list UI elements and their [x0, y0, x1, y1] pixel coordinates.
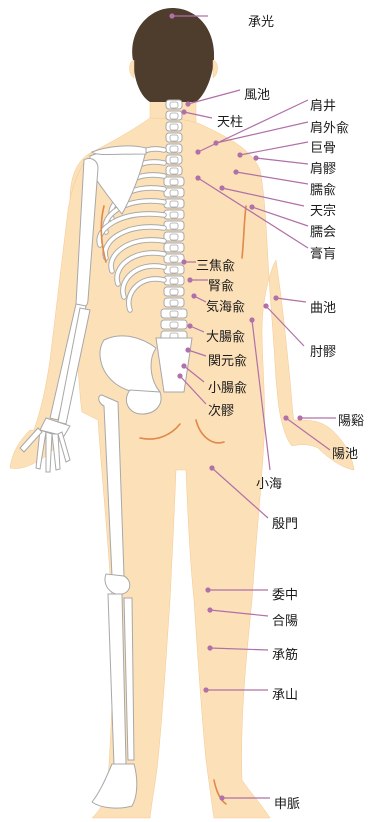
- acupoint-label: 小腸兪: [208, 381, 247, 396]
- spinous-process: [170, 300, 178, 306]
- spinous-process: [170, 311, 178, 317]
- acupoint-dot: [205, 587, 210, 592]
- acupoint-dot: [207, 607, 212, 612]
- acupoint-dot: [249, 204, 254, 209]
- spinous-process: [170, 168, 178, 174]
- acupoint-label: 承山: [272, 688, 298, 703]
- acupoint-label: 肘髎: [310, 345, 336, 360]
- spinous-process: [170, 201, 178, 207]
- spinous-process: [170, 113, 178, 119]
- acupoint-label: 小海: [256, 477, 282, 492]
- acupoint-label: 肩外兪: [310, 120, 349, 136]
- acupoint-dot: [219, 185, 224, 190]
- spinous-process: [170, 234, 178, 240]
- acupoint-label: 肩髎: [310, 161, 336, 177]
- acupoint-dot: [297, 415, 302, 420]
- acupoint-label: 風池: [244, 88, 270, 103]
- acupoint-label: 曲池: [310, 301, 336, 316]
- acupoint-dot: [181, 363, 186, 368]
- spinous-process: [170, 256, 178, 262]
- acupoint-dot: [213, 140, 218, 145]
- clavicle: [92, 146, 146, 155]
- acupoint-dot: [169, 13, 174, 18]
- leader-line: [240, 142, 308, 155]
- spinous-process: [170, 322, 178, 328]
- acupoint-label: 巨骨: [310, 141, 336, 156]
- acupoint-label: 関元兪: [208, 354, 247, 369]
- acupoint-dot: [191, 293, 196, 298]
- acupoint-label: 臑会: [310, 225, 336, 240]
- acupoint-label: 合陽: [272, 614, 298, 629]
- acupoint-label: 承筋: [272, 647, 298, 663]
- acupoint-label: 気海兪: [206, 299, 245, 315]
- acupoint-label: 天柱: [217, 115, 243, 130]
- acupoint-dot: [203, 687, 208, 692]
- acupoint-dot: [185, 101, 190, 106]
- acupoint-label: 大腸兪: [206, 330, 245, 345]
- spinous-process: [170, 223, 178, 229]
- acupoint-dot: [187, 323, 192, 328]
- ear-right: [213, 60, 218, 78]
- leader-line: [256, 158, 308, 164]
- head: [130, 8, 218, 102]
- hair: [132, 8, 214, 102]
- spinous-process: [170, 289, 178, 295]
- acupoint-label: 肩井: [310, 98, 336, 114]
- acupoint-label: 臑兪: [310, 183, 336, 198]
- acupoint-dot: [207, 645, 212, 650]
- acupoint-dot: [273, 295, 278, 300]
- knee: [105, 574, 130, 594]
- acupoint-dot: [181, 109, 186, 114]
- acupoint-dot: [209, 465, 214, 470]
- acupoint-label: 承光: [248, 15, 274, 30]
- acupoint-dot: [237, 152, 242, 157]
- acupoint-dot: [187, 277, 192, 282]
- acupoint-dot: [177, 373, 182, 378]
- acupoint-dot: [283, 415, 288, 420]
- acupoint-kenryou: 肩髎: [253, 155, 336, 177]
- acupoint-label: 腎兪: [208, 279, 234, 294]
- acupoint-kokotsu: 巨骨: [237, 141, 336, 158]
- acupoint-dot: [195, 175, 200, 180]
- acupoint-dot: [219, 795, 224, 800]
- spinous-process: [170, 135, 178, 141]
- acupoint-dot: [181, 259, 186, 264]
- acupoint-dot: [195, 149, 200, 154]
- spinous-process: [170, 278, 178, 284]
- acupoint-label: 陽池: [332, 447, 358, 462]
- acupoint-label: 申脈: [274, 797, 300, 812]
- spinous-process: [170, 146, 178, 152]
- acupoint-dot: [249, 317, 254, 322]
- acupoint-label: 委中: [272, 588, 298, 603]
- spinous-process: [170, 190, 178, 196]
- spinous-process: [170, 245, 178, 251]
- acupoint-dot: [233, 169, 238, 174]
- acupoint-label: 膏肓: [310, 246, 336, 262]
- acupoint-dot: [263, 303, 268, 308]
- spinous-process: [170, 124, 178, 130]
- spinous-process: [170, 179, 178, 185]
- acupoint-dot: [185, 347, 190, 352]
- acupoint-label: 三焦兪: [196, 259, 235, 274]
- acupoint-label: 天宗: [310, 203, 336, 219]
- acupoint-label: 次髎: [208, 403, 234, 419]
- acupoint-dot: [253, 155, 258, 160]
- acupoint-label: 陽谿: [338, 414, 364, 429]
- spinous-process: [170, 102, 178, 108]
- spinous-process: [170, 212, 178, 218]
- spinous-process: [170, 157, 178, 163]
- ear-left: [130, 60, 135, 78]
- foot-bones: [92, 764, 137, 808]
- acupoint-label: 殷門: [272, 517, 298, 532]
- spinous-process: [170, 267, 178, 273]
